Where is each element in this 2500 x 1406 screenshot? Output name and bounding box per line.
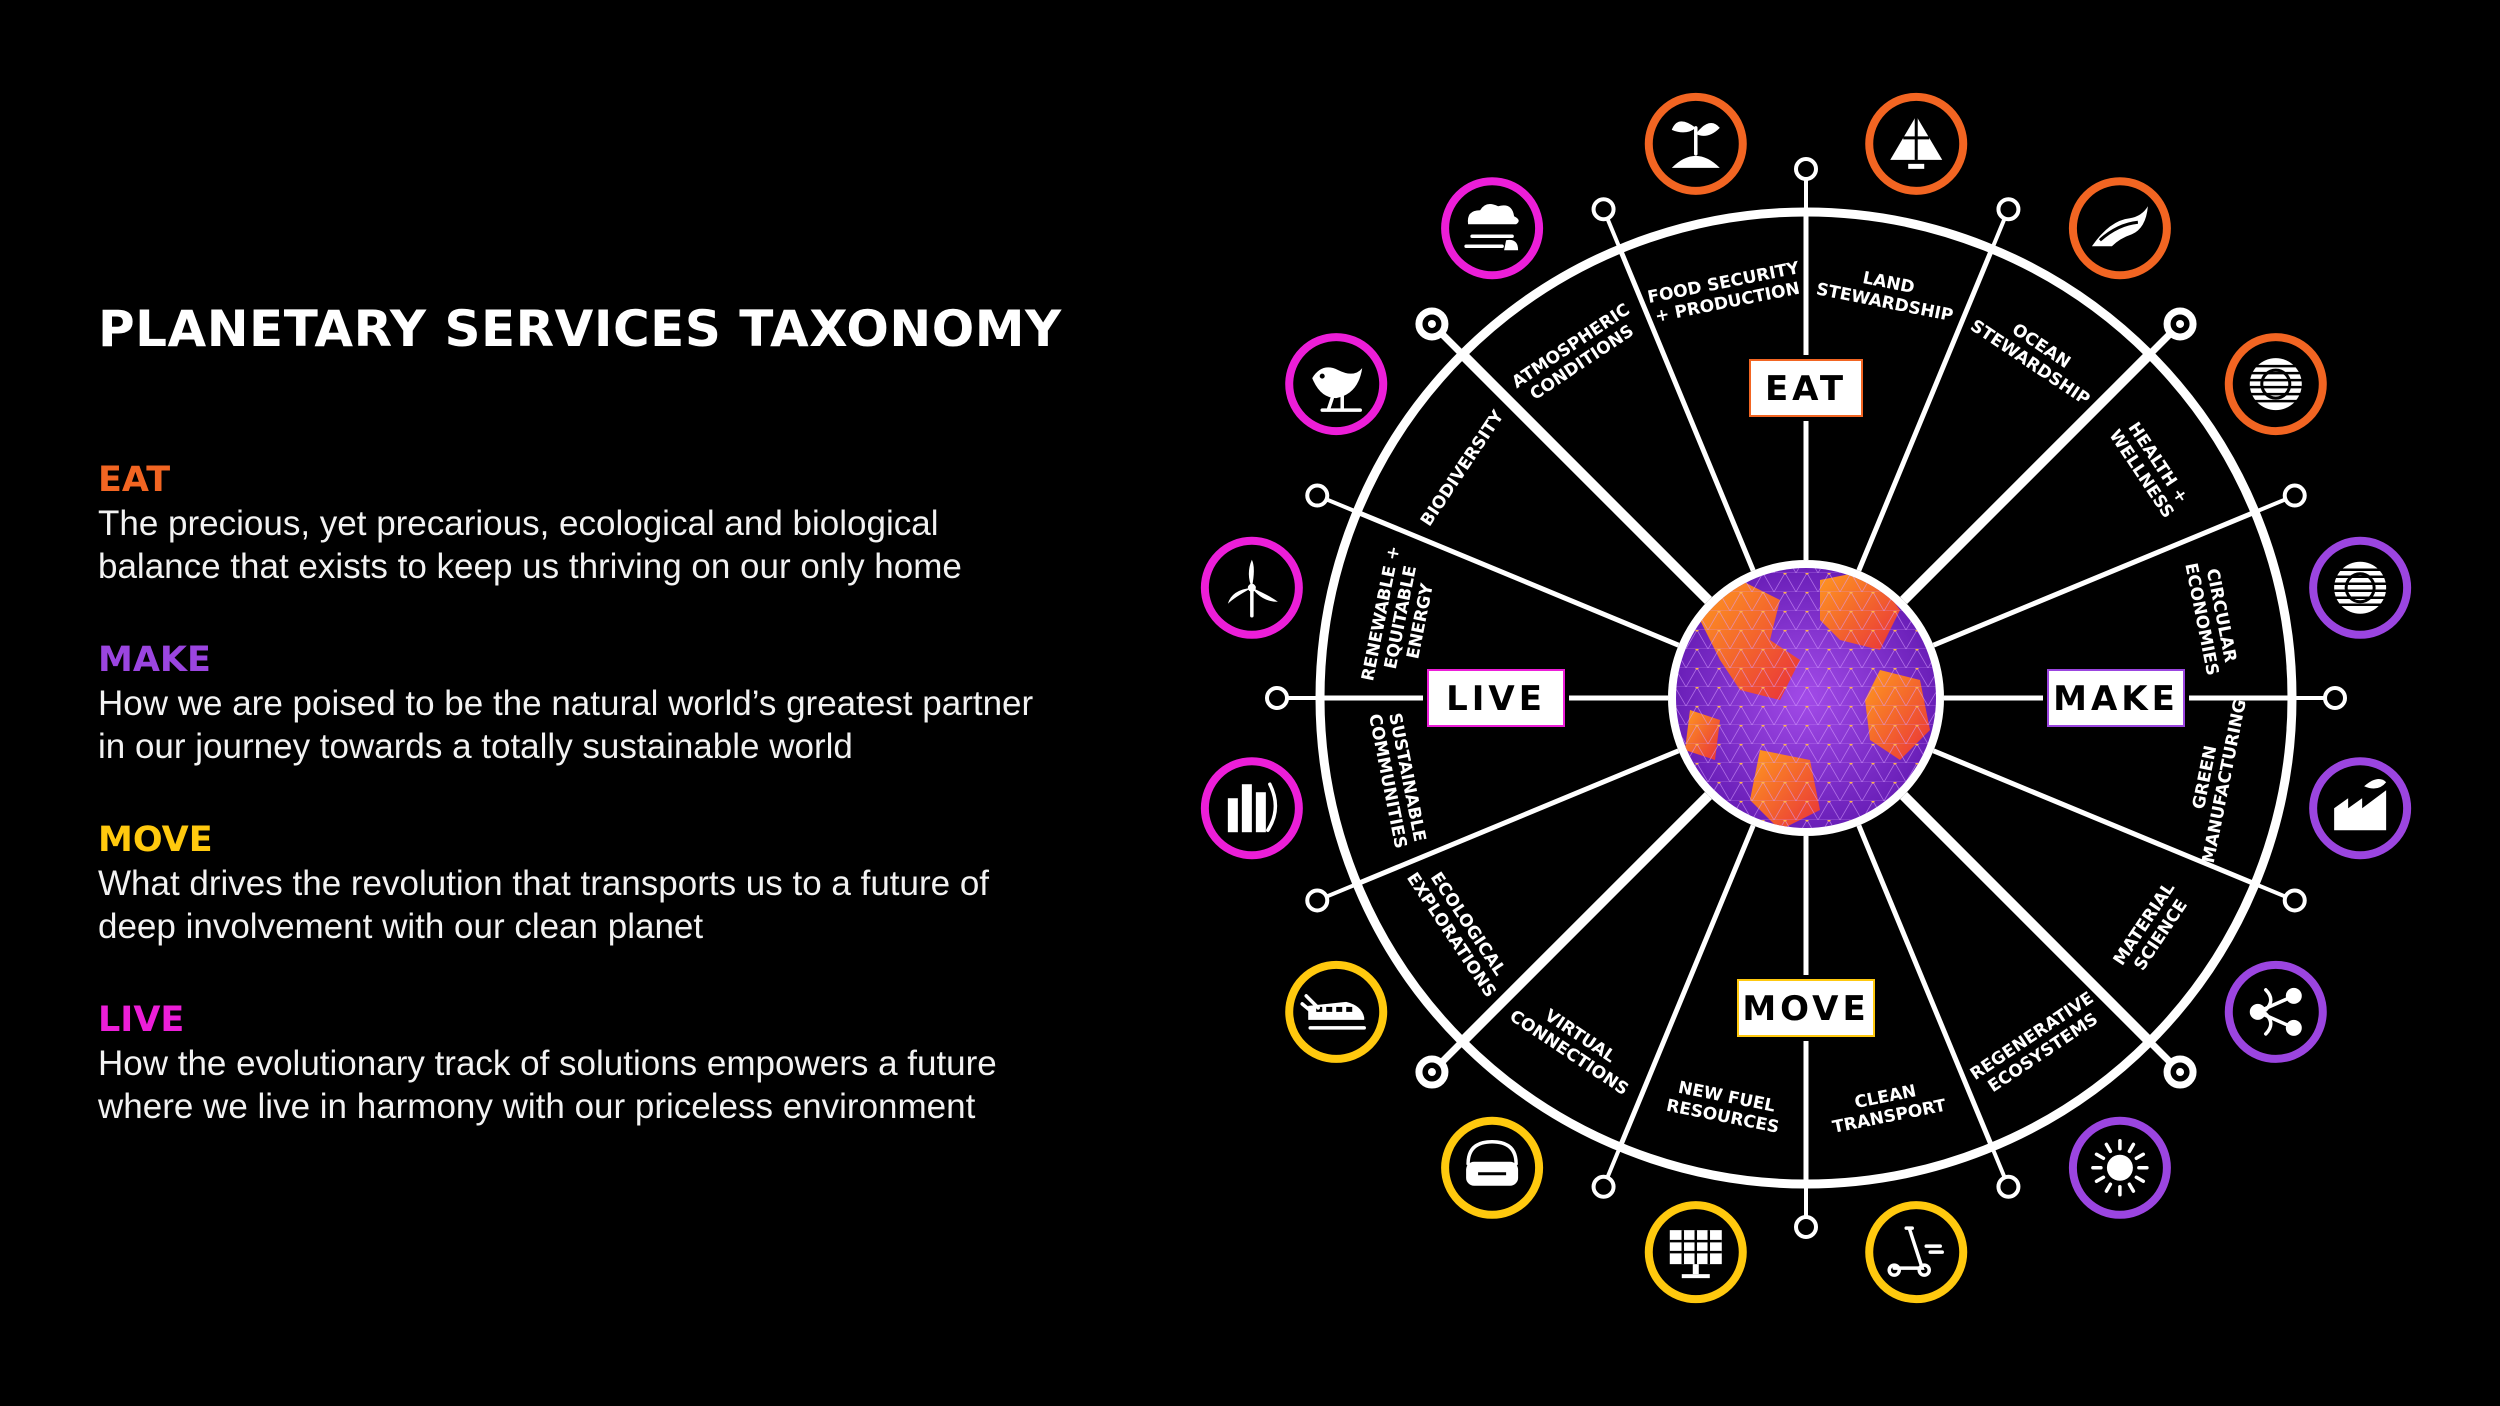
spoke-line (1932, 509, 2256, 648)
taxonomy-wheel-svg: EAT MAKE MOVE LIVE LANDSTEWARDSHIPOCEANSTEW… (1200, 92, 2412, 1304)
spoke-end-dot-center (2176, 1068, 2185, 1077)
spoke-line (1458, 350, 1712, 604)
segment-label: HEALTH +WELLNESS (2105, 419, 2192, 522)
globe-graphic (1668, 560, 1944, 836)
hub-label-box (1749, 359, 1863, 417)
spoke-line (1932, 748, 2256, 887)
hub-label-box (2047, 669, 2185, 727)
hub-label-box (1427, 669, 1565, 727)
segment-label: FOOD SECURITY+ PRODUCTION (1646, 258, 1802, 327)
intro-panel: PLANETARY SERVICES TAXONOMY EAT The preci… (98, 300, 1118, 1178)
category-description-line: where we live in harmony with our pricel… (98, 1087, 976, 1126)
spoke-end-dot (2282, 888, 2307, 913)
spoke-line (1900, 792, 2154, 1046)
spoke-line (1617, 248, 1756, 572)
category-description-line: deep involvement with our clean planet (98, 907, 704, 946)
factory-leaf-icon (2309, 757, 2412, 860)
spoke-line (1356, 748, 1680, 887)
molecule-icon (2224, 960, 2327, 1063)
spoke-end-dot (1996, 1174, 2021, 1199)
hub-label-text: MOVE (1742, 989, 1869, 1029)
category-description-line: balance that exists to keep us thriving … (98, 547, 962, 586)
category-move: MOVE What drives the revolution that tran… (98, 818, 1118, 948)
category-make: MAKE How we are poised to be the natural … (98, 638, 1118, 768)
spoke-line (1356, 509, 1680, 648)
category-name: MOVE (98, 820, 213, 860)
spoke-end-dot (1591, 197, 1616, 222)
spoke-line (1856, 248, 1995, 572)
wave-icon (2068, 177, 2171, 280)
hub-label-eat: EAT (1745, 355, 1867, 421)
spoke-end-dot (2282, 483, 2307, 508)
hub-label-text: MAKE (2053, 679, 2179, 719)
train-icon (1285, 960, 1388, 1063)
spoke-end-dot (1591, 1174, 1616, 1199)
category-description-line: How we are poised to be the natural worl… (98, 684, 1034, 723)
spoke-line (1856, 824, 1995, 1148)
icon-ring (2224, 960, 2327, 1063)
sun-icon (2068, 1116, 2171, 1219)
spoke-end-dot (1794, 157, 1818, 181)
page-title: PLANETARY SERVICES TAXONOMY (98, 300, 1062, 358)
category-name: MAKE (98, 640, 211, 680)
hub-label-make: MAKE (2043, 665, 2189, 731)
hub-label-box (1737, 979, 1875, 1037)
solar-panel-icon (1644, 1201, 1747, 1304)
bird-icon (1285, 333, 1388, 436)
spoke-end-dot (1794, 1215, 1818, 1239)
spoke-line (1458, 792, 1712, 1046)
city-icon (1200, 757, 1303, 860)
category-description-line: What drives the revolution that transpor… (98, 864, 990, 903)
clouds-icon (1441, 177, 1544, 280)
wind-turbine-icon (1200, 536, 1303, 639)
segment-label: BIODIVERSITY (1417, 407, 1509, 531)
hub-label-text: EAT (1765, 369, 1847, 409)
hub-label-live: LIVE (1423, 665, 1569, 731)
spoke-end-dot (1265, 686, 1289, 710)
spoke-line (1900, 350, 2154, 604)
spoke-end-dot-center (2176, 319, 2185, 328)
pyramid-icon (1865, 92, 1968, 195)
category-name: LIVE (98, 1000, 185, 1040)
hub-label-move: MOVE (1733, 975, 1879, 1041)
scooter-icon (1865, 1201, 1968, 1304)
recycle-globe-icon (2309, 536, 2412, 639)
spoke-end-dot (2323, 686, 2347, 710)
category-description-line: The precious, yet precarious, ecological… (98, 504, 939, 543)
vr-headset-icon (1441, 1116, 1544, 1219)
spoke-end-dot-center (1427, 319, 1436, 328)
category-live: LIVE How the evolutionary track of soluti… (98, 998, 1118, 1128)
spoke-end-dot (1996, 197, 2021, 222)
spoke-line (1617, 824, 1756, 1148)
icon-ring (1200, 757, 1303, 860)
segment-label-line: BIODIVERSITY (1417, 407, 1509, 531)
category-name: EAT (98, 460, 171, 500)
spoke-end-dot (1305, 483, 1330, 508)
icon-ring (1441, 177, 1544, 280)
category-description-line: in our journey towards a totally sustain… (98, 727, 853, 766)
category-list: EAT The precious, yet precarious, ecologi… (98, 458, 1118, 1128)
spoke-end-dot-center (1427, 1068, 1436, 1077)
category-eat: EAT The precious, yet precarious, ecologi… (98, 458, 1118, 588)
sprout-icon (1644, 92, 1747, 195)
category-description-line: How the evolutionary track of solutions … (98, 1044, 997, 1083)
globe-grid-icon (2224, 333, 2327, 436)
hub-label-text: LIVE (1446, 679, 1546, 719)
spoke-end-dot (1305, 888, 1330, 913)
